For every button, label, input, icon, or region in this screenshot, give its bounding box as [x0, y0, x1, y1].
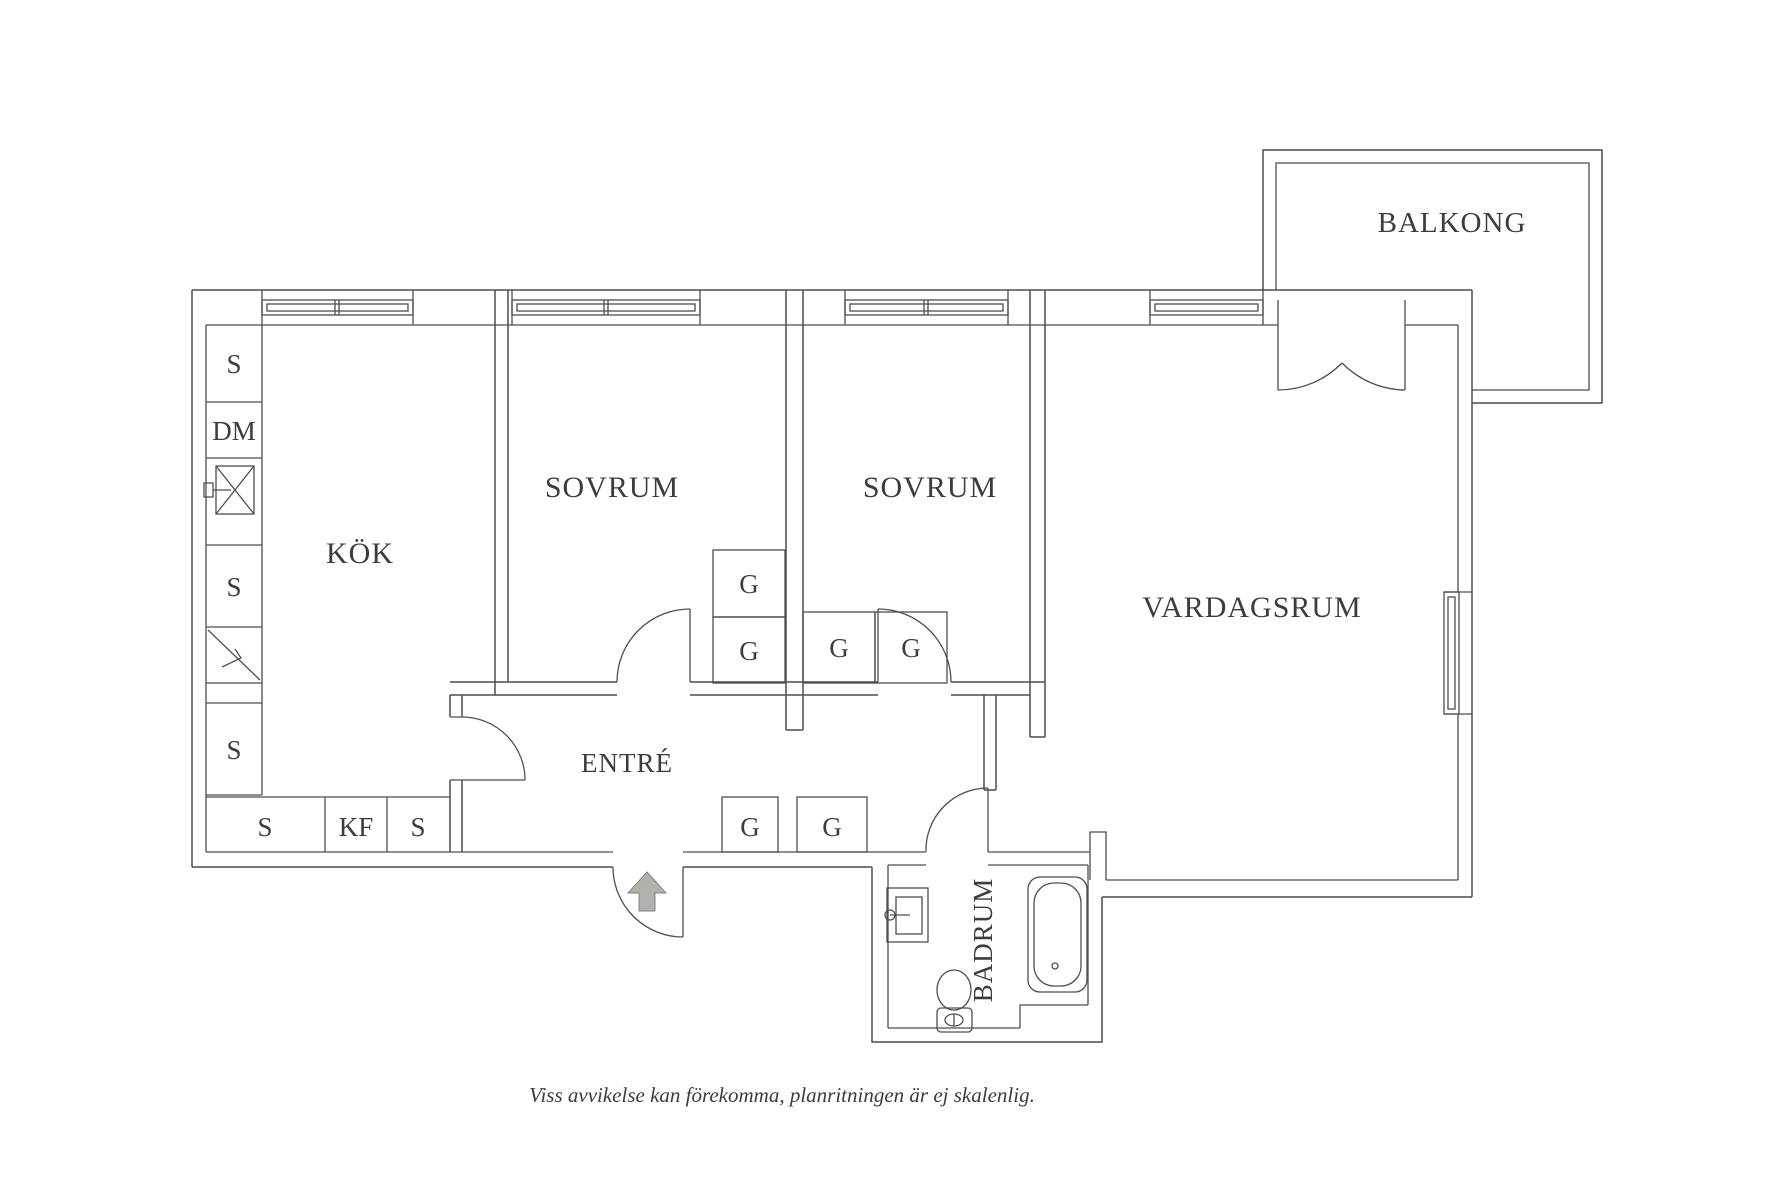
wardrobe-label: G — [740, 812, 760, 842]
sovrum1-door-icon — [616, 608, 691, 683]
balcony-door-icon — [1277, 300, 1406, 391]
wardrobe-label: G — [901, 633, 921, 663]
cabinet-label: S — [226, 572, 241, 602]
wardrobe-boxes — [712, 549, 948, 853]
bathtub-icon — [1027, 876, 1088, 993]
room-label-badrum: BADRUM — [968, 878, 998, 1003]
room-label-sovrum-2: SOVRUM — [863, 471, 997, 504]
interior-walls — [206, 290, 1046, 852]
toilet-icon — [936, 969, 973, 1033]
cabinet-label: S — [226, 735, 241, 765]
dishwasher-label: DM — [212, 416, 256, 446]
room-label-vardagsrum: VARDAGSRUM — [1142, 591, 1362, 624]
window-icon-top-3 — [844, 290, 1009, 325]
wardrobe-label: G — [829, 633, 849, 663]
room-label-entre: ENTRÉ — [581, 748, 673, 778]
disclaimer-caption: Viss avvikelse kan förekomma, planritnin… — [529, 1083, 1035, 1107]
room-label-kok: KÖK — [326, 537, 394, 570]
wardrobe-label: G — [739, 636, 759, 666]
washbasin-icon — [884, 887, 929, 943]
room-label-balkong: BALKONG — [1378, 207, 1527, 239]
window-icon-top-2 — [511, 290, 701, 325]
room-labels: BALKONG SOVRUM SOVRUM KÖK VARDAGSRUM ENT… — [326, 207, 1527, 1003]
window-icon-top-1 — [261, 290, 414, 325]
wardrobe-label: G — [822, 812, 842, 842]
outer-walls — [191, 289, 1473, 1043]
fixture-labels: S DM S S S KF S G G G G G G — [212, 349, 921, 842]
window-icon-right — [1443, 591, 1472, 715]
entrance-arrow-icon — [626, 871, 668, 912]
stove-icon — [207, 629, 261, 681]
bathroom-door-icon — [925, 787, 989, 853]
entry-door-icon — [612, 866, 684, 938]
wardrobe-label: G — [739, 569, 759, 599]
balcony-walls — [1262, 149, 1603, 404]
cabinet-label: S — [257, 812, 272, 842]
cabinet-label: S — [226, 349, 241, 379]
kitchen-sink-icon — [203, 465, 255, 515]
room-label-sovrum-1: SOVRUM — [545, 471, 679, 504]
window-icon-top-4 — [1149, 290, 1264, 325]
cabinet-label: S — [410, 812, 425, 842]
fridge-freezer-label: KF — [339, 812, 374, 842]
kitchen-door-icon — [461, 716, 526, 781]
sovrum2-door-icon — [877, 608, 952, 683]
